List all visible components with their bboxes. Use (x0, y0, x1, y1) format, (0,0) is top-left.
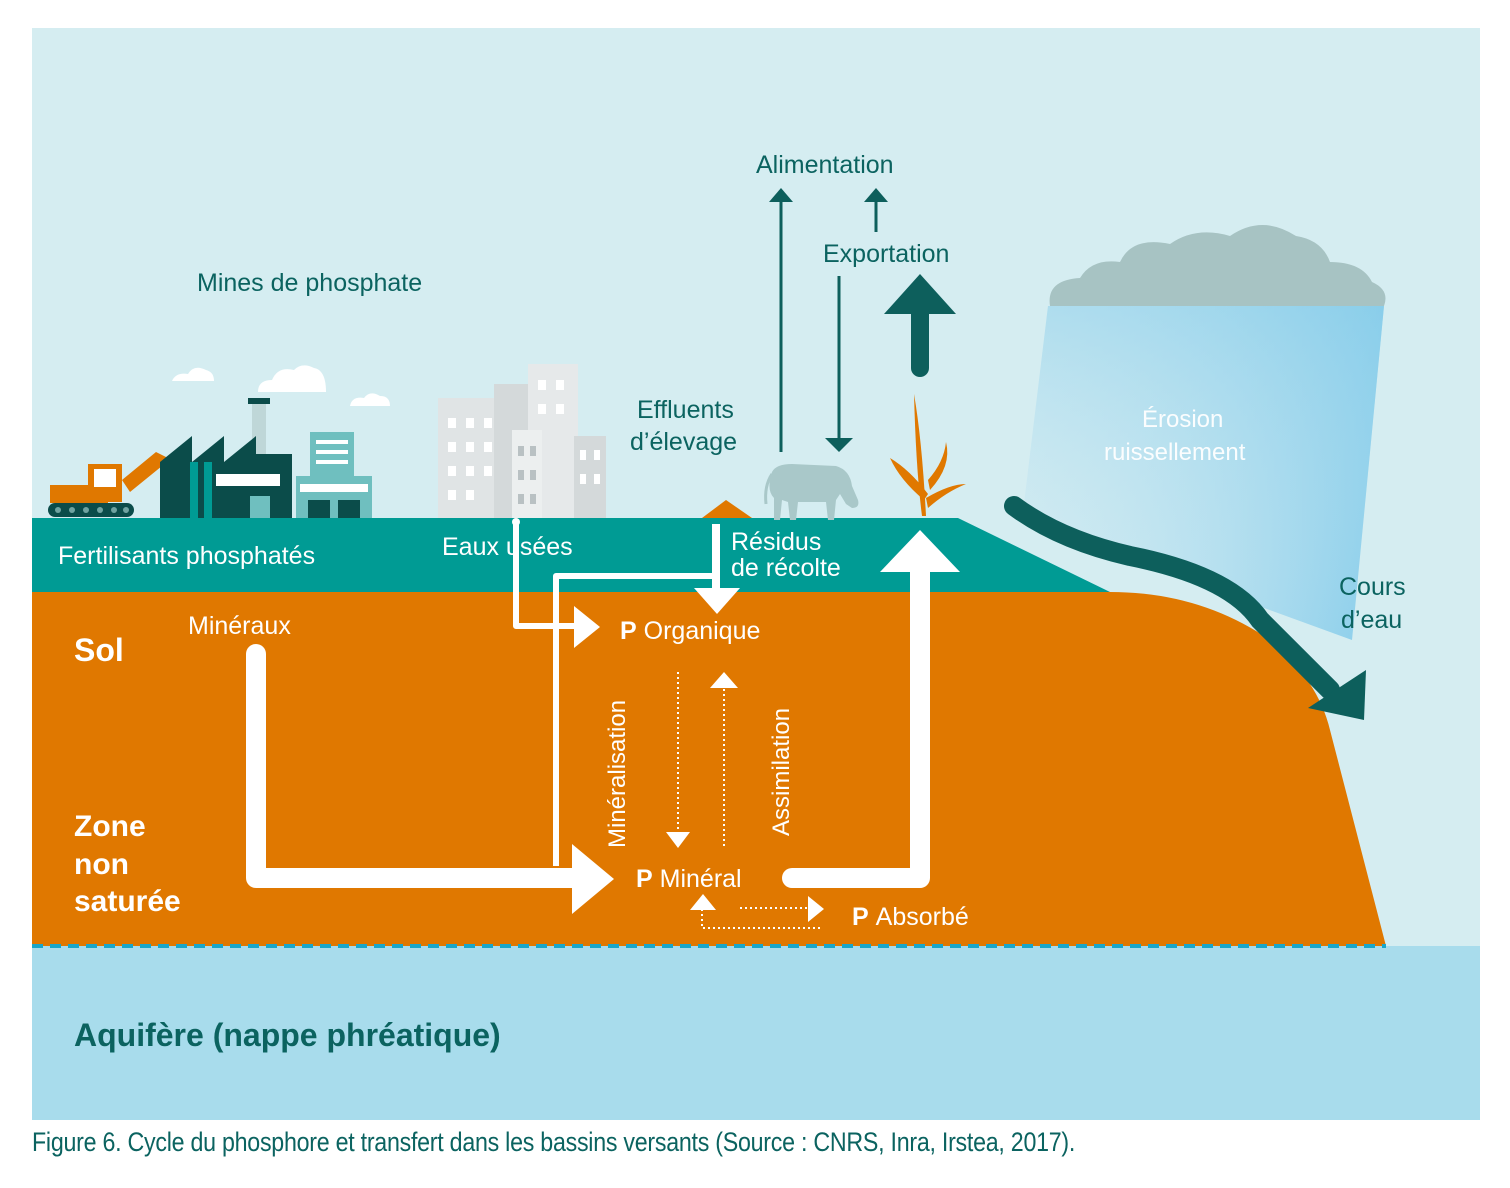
figure-caption: Figure 6. Cycle du phosphore et transfer… (32, 1127, 1076, 1157)
surface-layer (32, 518, 1110, 592)
zone-label-2: non (74, 848, 129, 881)
absorbe-text: Absorbé (875, 903, 969, 931)
erosion-label: Érosion (1142, 406, 1224, 433)
zone-label-3: saturée (74, 885, 181, 918)
erosion-label-2: ruissellement (1104, 439, 1246, 466)
white-flow-arrows (246, 522, 930, 888)
mineraux-label: Minéraux (188, 612, 291, 640)
aquifere-label: Aquifère (nappe phréatique) (74, 1017, 501, 1053)
organique-text: Organique (643, 617, 761, 645)
factory-icon (160, 398, 372, 518)
sol-label: Sol (74, 632, 124, 668)
cours-label-2: d’eau (1341, 606, 1403, 634)
p-letter: P (852, 903, 869, 931)
p-letter: P (620, 617, 637, 645)
mineralisation-label: Minéralisation (604, 699, 631, 848)
white-arrow-heads (512, 518, 960, 914)
p-absorbe-label: P Absorbé (852, 903, 969, 931)
crop-plant-icon (890, 394, 966, 516)
residus-label: Résidus (731, 528, 822, 556)
export-down-arrow (825, 276, 853, 452)
p-mineral-label: P Minéral (636, 865, 742, 893)
mines-label: Mines de phosphate (197, 269, 423, 297)
assimilation-label: Assimilation (768, 707, 795, 836)
small-clouds (172, 365, 390, 406)
city-buildings-icon (438, 364, 606, 518)
dotted-cycle-arrows (666, 672, 824, 929)
rain-cloud-icon (1022, 225, 1386, 640)
cours-label: Cours (1339, 573, 1406, 601)
zone-label: Zone (74, 810, 146, 843)
effluents-label: Effluents (637, 396, 734, 424)
soil-layer (32, 592, 1386, 946)
p-letter: P (636, 865, 653, 893)
residus-label-2: de récolte (731, 554, 841, 582)
effluents-label-2: d’élevage (630, 428, 738, 456)
mineral-text: Minéral (659, 865, 742, 893)
alimentation-label: Alimentation (756, 151, 894, 179)
export-up-arrow (884, 274, 956, 377)
exportation-label: Exportation (823, 240, 950, 268)
farm-roof-icon (702, 500, 752, 518)
p-organique-label: P Organique (620, 617, 760, 645)
eaux-usees-label: Eaux usées (442, 533, 573, 561)
fertilisants-label: Fertilisants phosphatés (58, 542, 316, 570)
runoff-arrow (1004, 496, 1366, 720)
cow-icon (764, 464, 859, 520)
alimentation-arrows (769, 188, 888, 452)
aquifer-layer (32, 946, 1480, 1120)
